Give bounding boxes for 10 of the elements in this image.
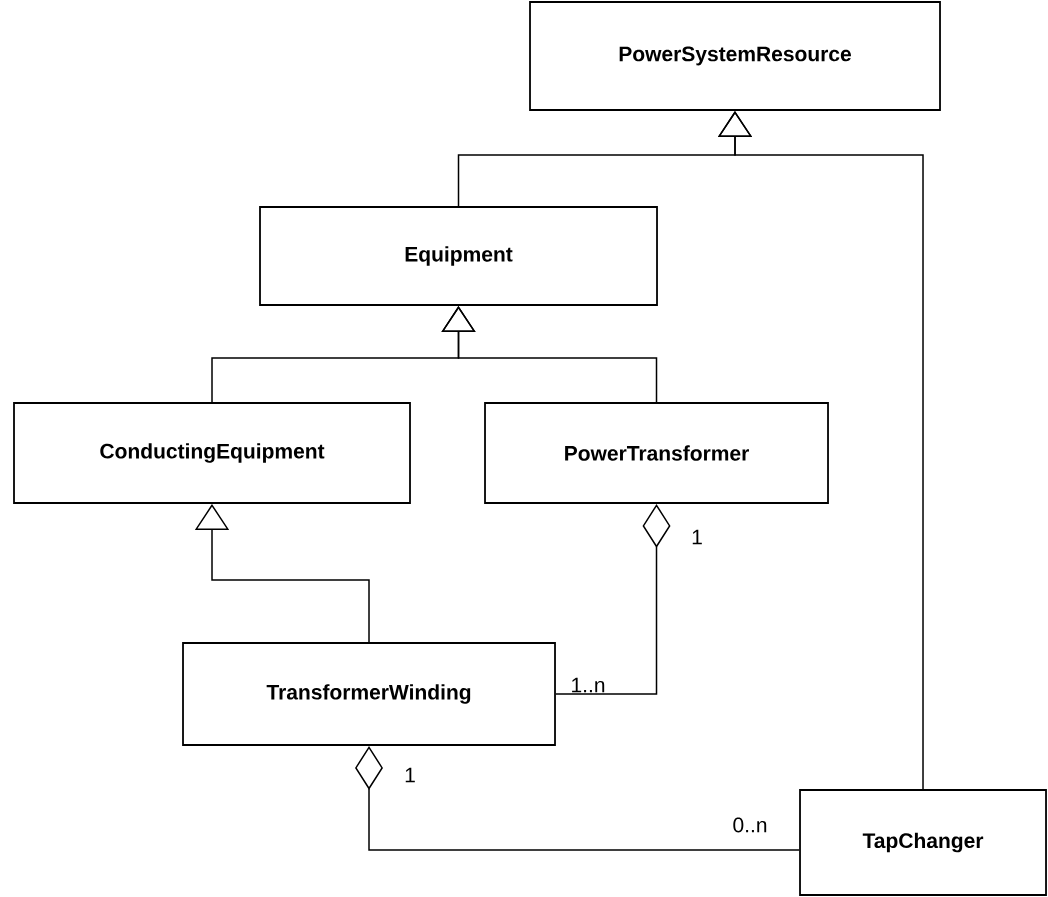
multiplicity-label: 1 <box>692 529 702 545</box>
class-box: PowerTransformer <box>484 402 829 504</box>
class-box: TapChanger <box>799 789 1047 896</box>
class-box: TransformerWinding <box>182 642 556 746</box>
class-box: ConductingEquipment <box>13 402 411 504</box>
multiplicity-label: 1 <box>405 767 415 783</box>
multiplicity-label: 0..n <box>733 817 767 833</box>
class-box: Equipment <box>259 206 658 306</box>
multiplicity-label: 1..n <box>572 677 605 693</box>
class-box: PowerSystemResource <box>529 1 941 111</box>
